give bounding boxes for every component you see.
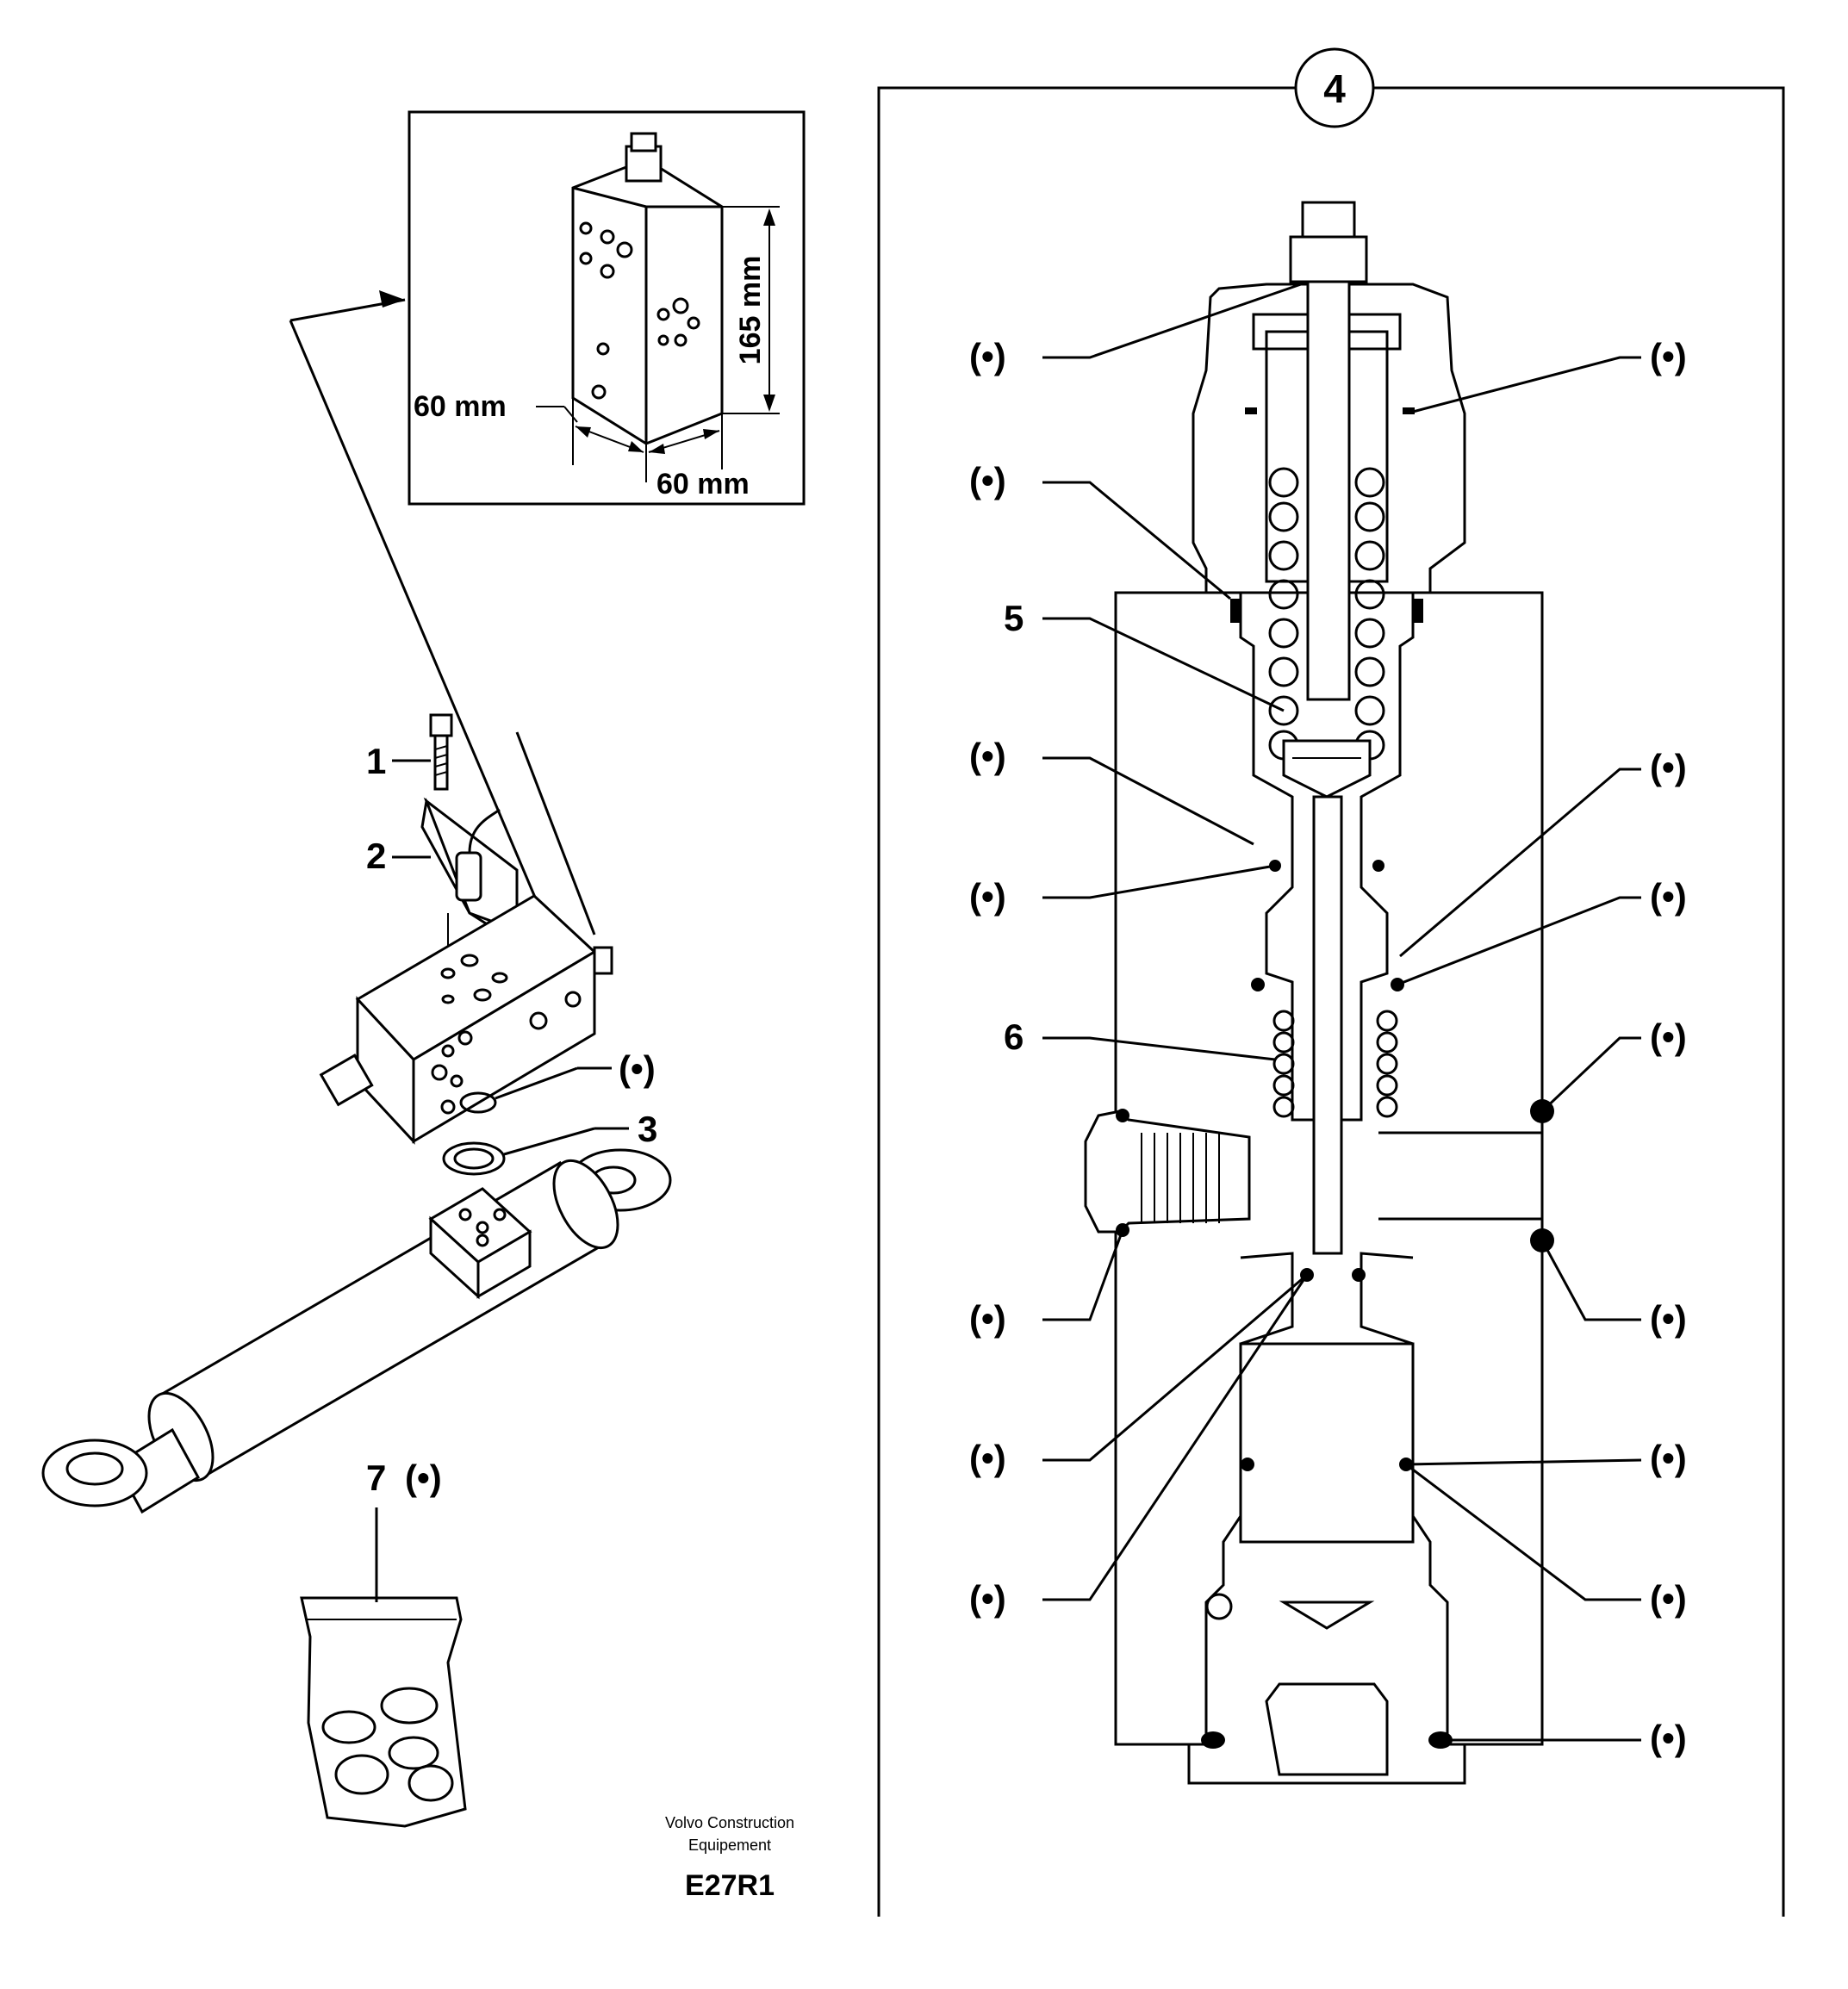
- callout-left-4-label: (•): [969, 876, 1006, 917]
- callout-7-dot-label: (•): [405, 1458, 442, 1498]
- inset-leader: [289, 290, 596, 957]
- callout-right-2-label: (•): [1650, 747, 1687, 787]
- callout-6-label: 6: [1004, 1016, 1024, 1057]
- callout-left-3-label: (•): [969, 736, 1006, 776]
- detail-callouts-right: (•) (•) (•) (•) (•) (•) (•) (•): [1397, 336, 1687, 1758]
- callout-right-3-label: (•): [1650, 876, 1687, 917]
- main-spring: [1268, 467, 1385, 761]
- callout-o-ring: (•): [495, 1048, 656, 1100]
- callout-left-2-label: (•): [969, 460, 1006, 500]
- callout-left-6-label: (•): [969, 1438, 1006, 1478]
- callout-right-6-label: (•): [1650, 1438, 1687, 1478]
- callout-3-label: 3: [638, 1109, 657, 1149]
- callout-1-label: 1: [366, 741, 386, 781]
- valve-block-dimension-view: [571, 132, 724, 445]
- callout-right-7-label: (•): [1650, 1578, 1687, 1619]
- callout-2-label: 2: [366, 836, 386, 876]
- detail-panel: 4: [877, 47, 1785, 1917]
- o-ring-part: [459, 1091, 497, 1114]
- callout-o-ring-label: (•): [619, 1048, 656, 1089]
- maker-line-2: Equipement: [688, 1837, 771, 1854]
- callout-right-8-label: (•): [1650, 1718, 1687, 1758]
- detail-number-4: 4: [1323, 66, 1346, 111]
- thread-lines: [1141, 1133, 1220, 1223]
- callout-7: 7 (•): [366, 1458, 442, 1602]
- callout-5-label: 5: [1004, 598, 1024, 638]
- detail-callouts-left: (•) (•) 5 (•) (•) 6 (•) (•) (•): [969, 283, 1309, 1619]
- valve-block-part: [319, 894, 613, 1145]
- callout-7-label: 7: [366, 1458, 386, 1498]
- hydraulic-cylinder-part: [41, 1148, 672, 1514]
- callout-right-1-label: (•): [1650, 336, 1687, 376]
- inset-panel: 165 mm 60 mm 60 mm: [408, 110, 806, 506]
- maker-line-1: Volvo Construction: [665, 1814, 794, 1831]
- dimension-width-a-label: 60 mm: [414, 390, 507, 423]
- callout-right-5-label: (•): [1650, 1298, 1687, 1339]
- footer: Volvo Construction Equipement E27R1: [665, 1814, 794, 1902]
- lower-spring: [1272, 1010, 1398, 1118]
- valve-cross-section: [1084, 201, 1554, 1785]
- bolt-part: [429, 713, 453, 791]
- callout-left-5-label: (•): [969, 1298, 1006, 1339]
- dimension-width-b-label: 60 mm: [656, 468, 750, 500]
- callout-left-1-label: (•): [969, 336, 1006, 376]
- dimension-height-label: 165 mm: [734, 256, 767, 365]
- callout-left-7-label: (•): [969, 1578, 1006, 1619]
- callout-2: 2: [366, 836, 431, 876]
- callout-right-4-label: (•): [1650, 1016, 1687, 1057]
- callout-3: 3: [503, 1109, 657, 1156]
- figure-code: E27R1: [685, 1869, 775, 1902]
- seal-ring-part: [442, 1141, 506, 1176]
- seal-kit-bag-part: [300, 1596, 467, 1828]
- callout-1: 1: [366, 741, 431, 781]
